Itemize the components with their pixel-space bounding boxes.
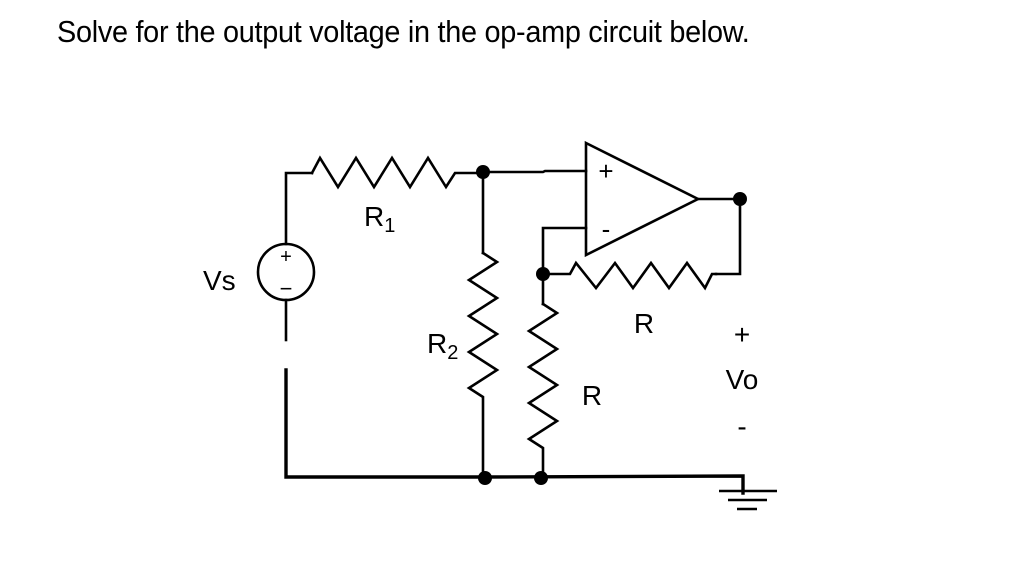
ground-icon [719,489,777,511]
wire-to-noninverting-input [481,169,588,174]
ground-r-label: R [582,380,602,411]
r2-label-base: R [427,328,447,359]
r1-label: R1 [364,201,395,237]
wire-output-to-feedback [714,197,742,276]
node-ground-r [534,471,548,485]
voltage-source-minus: − [280,276,293,301]
resistor-r2 [466,251,500,478]
op-amp-triangle [584,140,701,258]
resistor-ground [526,302,560,478]
r2-label-sub: 2 [447,342,458,364]
output-plus: + [734,319,750,350]
resistor-feedback [541,260,718,291]
wire-ground-left [284,368,485,479]
feedback-r-label: R [634,308,654,339]
voltage-source: + − [256,242,316,302]
output-minus: - [737,411,746,442]
question-text: Solve for the output voltage in the op-a… [57,14,750,49]
r2-label: R2 [427,328,458,364]
resistor-r1 [310,155,485,190]
op-amp-inv-sign: - [602,214,611,244]
output-label: Vo [726,364,759,395]
r1-label-base: R [364,201,384,232]
wire-ground-right [481,474,745,495]
wire-inverting-input [541,226,588,276]
op-amp-noninv-sign: + [598,156,613,186]
op-amp: + - [584,140,701,258]
node-ground-r2 [478,471,492,485]
voltage-source-label: Vs [203,265,236,296]
voltage-source-plus: + [280,246,292,268]
r1-label-sub: 1 [384,215,395,237]
wire-source-to-r1 [284,171,314,246]
